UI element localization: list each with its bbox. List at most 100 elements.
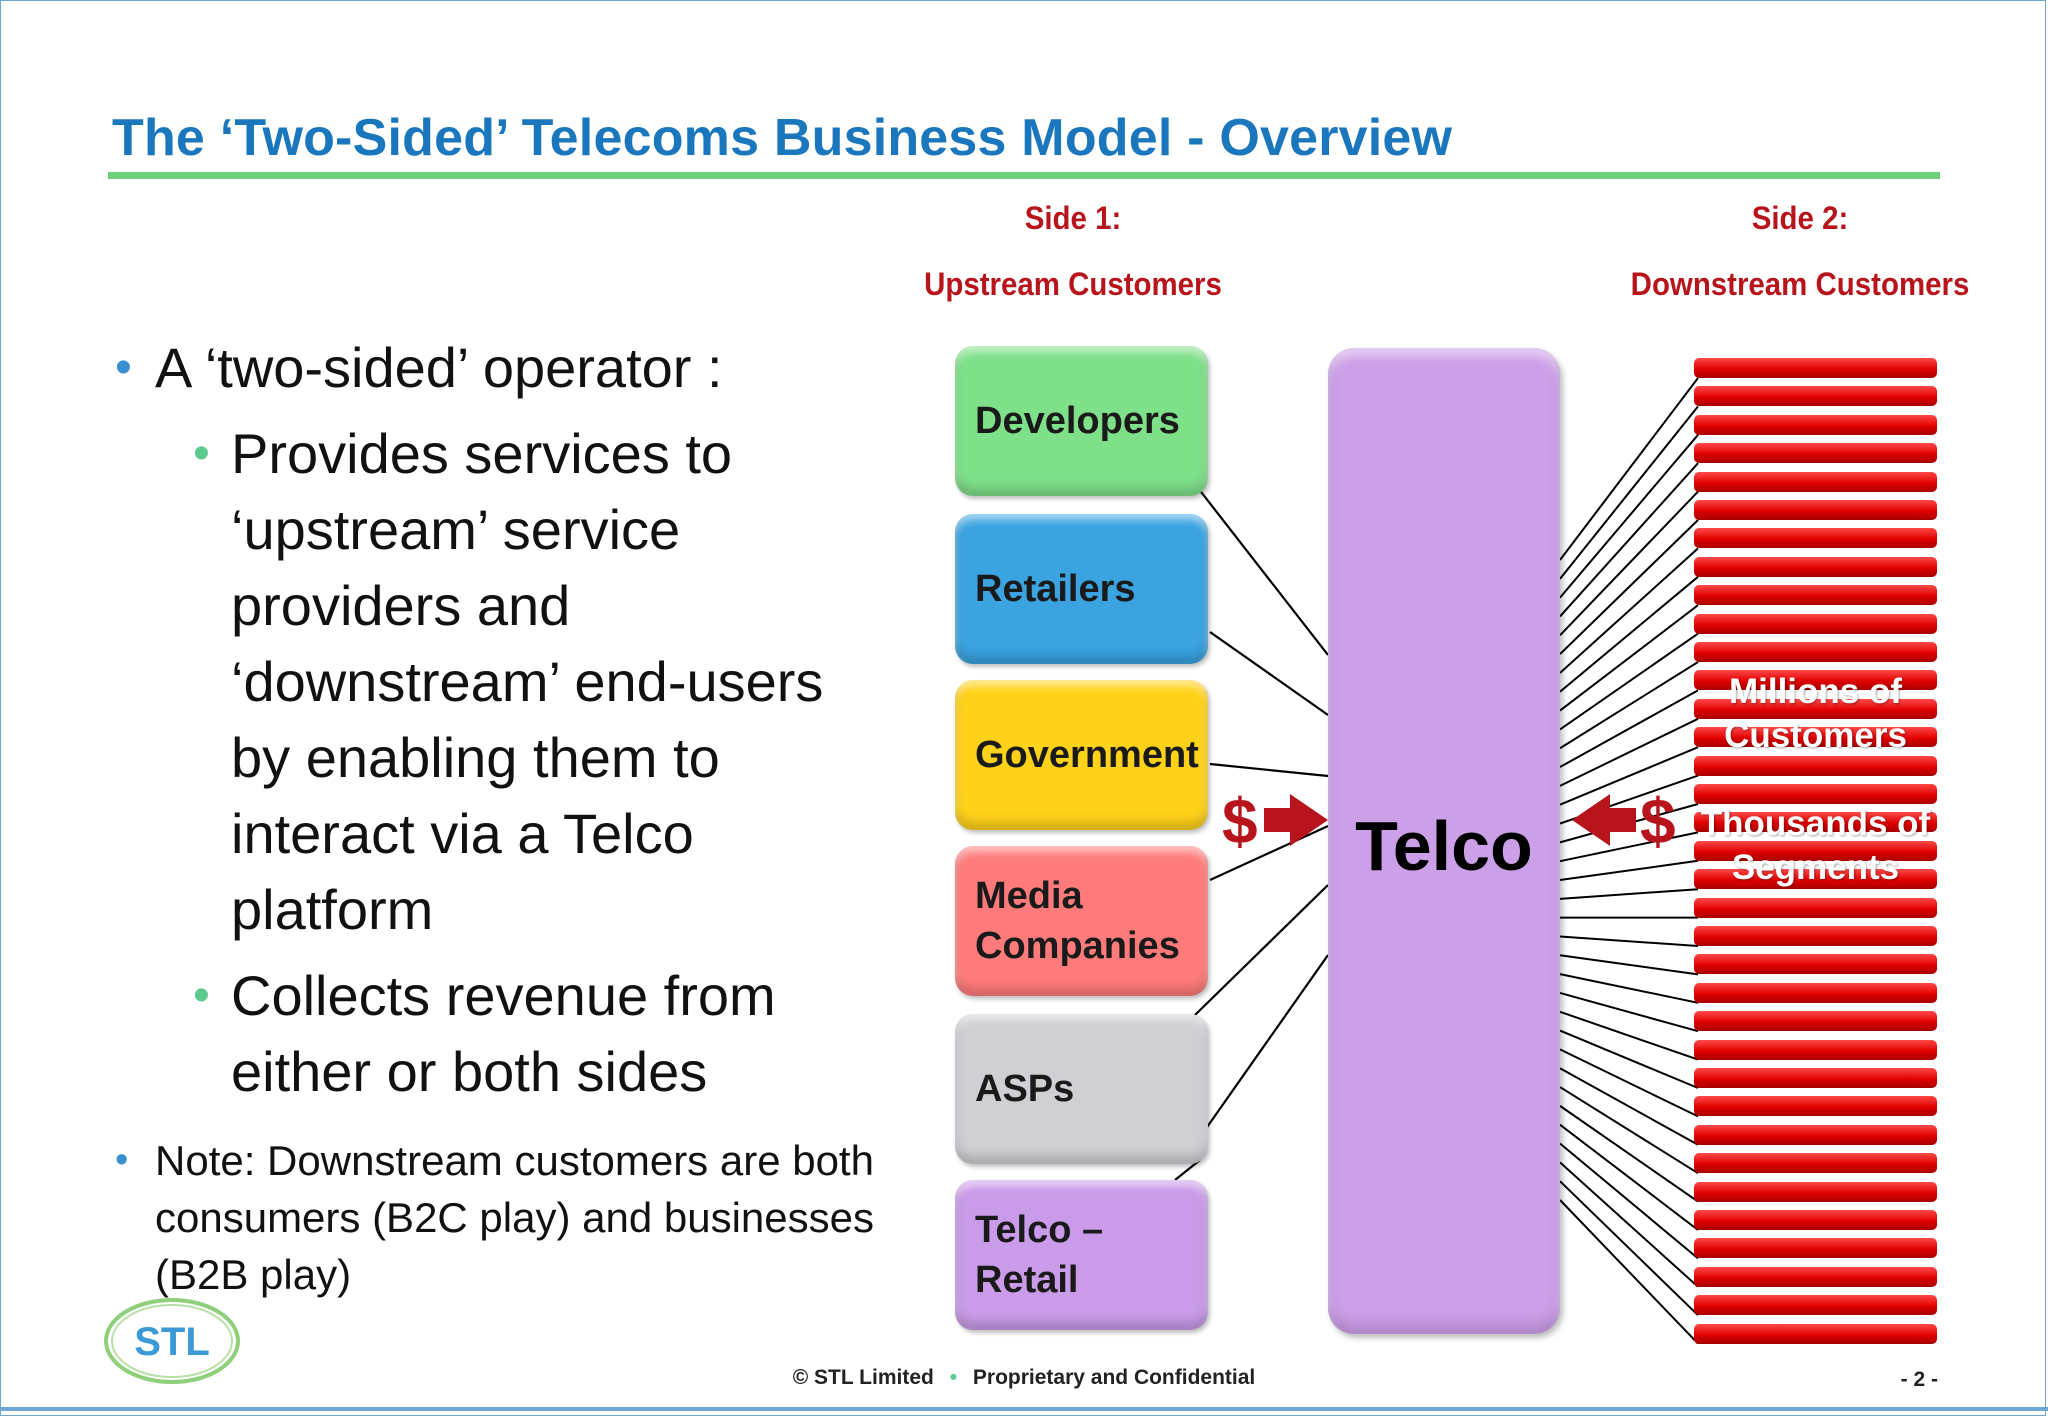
slide-title: The ‘Two-Sided’ Telecoms Business Model … bbox=[112, 109, 1453, 167]
upstream-connector-1 bbox=[1209, 631, 1329, 716]
side2-label: Side 2: bbox=[1751, 200, 1849, 236]
customer-stripe bbox=[1694, 812, 1937, 833]
stl-logo: STL bbox=[104, 1298, 240, 1384]
customer-stripe bbox=[1694, 1068, 1937, 1088]
bullet-note: Note: Downstream customers are both cons… bbox=[115, 1132, 875, 1303]
footer-confidential: Proprietary and Confidential bbox=[972, 1366, 1256, 1389]
downstream-connector-0 bbox=[1559, 377, 1699, 561]
side1-label: Side 1: bbox=[1024, 200, 1122, 236]
customer-stripe bbox=[1694, 1295, 1937, 1316]
downstream-connector-30 bbox=[1559, 1123, 1699, 1231]
telco-label: Telco bbox=[1355, 807, 1533, 885]
customer-stripe bbox=[1694, 1266, 1937, 1287]
customer-stripe bbox=[1694, 556, 1937, 577]
svg-text:STL: STL bbox=[134, 1320, 210, 1364]
footer-company: STL Limited bbox=[814, 1366, 934, 1389]
customer-stripe bbox=[1694, 926, 1937, 946]
bullet-list: A ‘two-sided’ operator : Provides servic… bbox=[115, 330, 875, 1303]
downstream-connector-6 bbox=[1559, 547, 1699, 674]
downstream-connector-31 bbox=[1559, 1142, 1699, 1260]
customer-stripe bbox=[1694, 1011, 1937, 1032]
customer-stripe bbox=[1694, 1039, 1937, 1060]
downstream-connector-23 bbox=[1559, 991, 1699, 1033]
footer-separator: • bbox=[949, 1366, 958, 1389]
downstream-connector-7 bbox=[1559, 576, 1699, 693]
customer-stripe bbox=[1694, 1124, 1937, 1145]
downstream-segments-label: Thousands of Segments bbox=[1700, 804, 1931, 887]
downstream-connector-17 bbox=[1559, 859, 1699, 881]
customer-stripe bbox=[1694, 358, 1937, 378]
upstream-box-5: Telco – Retail bbox=[955, 1180, 1208, 1330]
downstream-connector-32 bbox=[1559, 1161, 1699, 1288]
upstream-box-3: Media Companies bbox=[955, 846, 1208, 996]
downstream-connector-11 bbox=[1559, 689, 1699, 768]
customer-stripe bbox=[1694, 386, 1937, 407]
upstream-connector-3 bbox=[1209, 824, 1329, 882]
customer-stripe bbox=[1694, 869, 1937, 890]
side2-sublabel: Downstream Customers bbox=[1630, 266, 1970, 302]
customer-stripe bbox=[1694, 585, 1937, 606]
customer-stripe bbox=[1694, 840, 1937, 861]
downstream-connector-10 bbox=[1559, 661, 1699, 750]
downstream-connector-3 bbox=[1559, 462, 1699, 618]
downstream-connector-29 bbox=[1559, 1105, 1699, 1203]
downstream-connector-28 bbox=[1559, 1086, 1699, 1175]
upstream-revenue-arrow bbox=[1264, 794, 1328, 846]
customer-stripe bbox=[1694, 1210, 1937, 1230]
customer-stripe bbox=[1694, 897, 1937, 918]
upstream-box-0: Developers bbox=[955, 346, 1208, 496]
customer-stripe bbox=[1694, 1181, 1937, 1202]
bottom-rule bbox=[0, 1407, 2048, 1411]
upstream-connector-4 bbox=[1194, 884, 1329, 1016]
downstream-revenue-dollar: $ bbox=[1640, 785, 1676, 857]
downstream-connector-5 bbox=[1559, 519, 1699, 655]
downstream-connector-1 bbox=[1559, 405, 1699, 580]
bullet-main: A ‘two-sided’ operator : bbox=[115, 330, 875, 406]
bullet-sub-services: Provides services to ‘upstream’ service … bbox=[193, 416, 875, 948]
downstream-connector-16 bbox=[1559, 831, 1699, 863]
customer-stripe bbox=[1694, 954, 1937, 975]
downstream-connector-13 bbox=[1559, 746, 1699, 806]
downstream-connector-26 bbox=[1559, 1048, 1699, 1118]
downstream-connector-24 bbox=[1559, 1010, 1699, 1061]
upstream-connector-2 bbox=[1209, 762, 1329, 778]
title-underline bbox=[108, 172, 1940, 179]
upstream-connector-6 bbox=[1174, 1159, 1201, 1181]
bullet-sub-revenue: Collects revenue from either or both sid… bbox=[193, 958, 875, 1110]
customer-stripe bbox=[1694, 500, 1937, 520]
downstream-connector-25 bbox=[1559, 1029, 1699, 1089]
telco-platform bbox=[1328, 348, 1560, 1334]
upstream-connector-0 bbox=[1197, 487, 1329, 656]
downstream-customers-block bbox=[1694, 358, 1937, 1350]
customer-stripe bbox=[1694, 613, 1937, 634]
downstream-connector-12 bbox=[1559, 717, 1699, 787]
customer-stripe bbox=[1694, 1096, 1937, 1117]
upstream-box-4: ASPs bbox=[955, 1014, 1208, 1164]
customer-stripe bbox=[1694, 784, 1937, 804]
customer-stripe bbox=[1694, 982, 1937, 1003]
downstream-connector-2 bbox=[1559, 434, 1699, 599]
customer-stripe bbox=[1694, 414, 1937, 435]
customer-stripe bbox=[1694, 727, 1937, 748]
copyright-symbol: © bbox=[792, 1366, 809, 1389]
downstream-connector-33 bbox=[1559, 1180, 1699, 1316]
customer-stripe bbox=[1694, 528, 1937, 549]
customer-stripe bbox=[1694, 1238, 1937, 1259]
downstream-connector-4 bbox=[1559, 490, 1699, 636]
upstream-revenue-dollar: $ bbox=[1222, 785, 1258, 857]
downstream-millions-label: Millions of Customers bbox=[1724, 672, 1907, 755]
downstream-connector-8 bbox=[1559, 604, 1699, 712]
customer-stripe bbox=[1694, 471, 1937, 492]
page-number: - 2 - bbox=[1900, 1368, 1938, 1391]
downstream-connector-22 bbox=[1559, 973, 1699, 1004]
customer-stripe bbox=[1694, 698, 1937, 719]
downstream-connector-21 bbox=[1559, 954, 1699, 976]
customer-stripe bbox=[1694, 443, 1937, 464]
downstream-connector-34 bbox=[1559, 1199, 1699, 1345]
upstream-box-2: Government bbox=[955, 680, 1208, 830]
customer-stripe bbox=[1694, 755, 1937, 776]
footer: © STL Limited • Proprietary and Confiden… bbox=[0, 1366, 2048, 1390]
upstream-box-1: Retailers bbox=[955, 514, 1208, 664]
downstream-revenue-arrow bbox=[1572, 794, 1636, 846]
